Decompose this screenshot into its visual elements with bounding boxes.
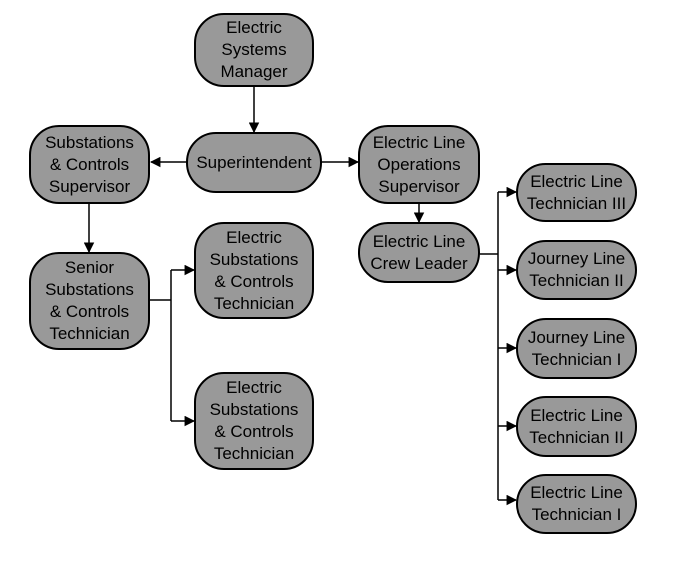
node-electric-line-technician-ii: Electric Line Technician II [516, 396, 637, 457]
node-substations-controls-supervisor: Substations & Controls Supervisor [29, 125, 150, 204]
node-electric-line-technician-iii: Electric Line Technician III [516, 163, 637, 222]
node-senior-substations-controls-technician: Senior Substations & Controls Technician [29, 252, 150, 350]
node-electric-line-crew-leader: Electric Line Crew Leader [358, 222, 480, 283]
node-electric-systems-manager: Electric Systems Manager [194, 13, 314, 87]
connector-senior-technicians [150, 264, 196, 427]
node-electric-substations-controls-technician-2: Electric Substations & Controls Technici… [194, 372, 314, 470]
node-electric-substations-controls-technician-1: Electric Substations & Controls Technici… [194, 222, 314, 319]
connector-crew-leader-technicians [480, 186, 518, 506]
node-electric-line-technician-i: Electric Line Technician I [516, 474, 637, 534]
node-journey-line-technician-ii: Journey Line Technician II [516, 240, 637, 300]
node-journey-line-technician-i: Journey Line Technician I [516, 318, 637, 379]
node-electric-line-operations-supervisor: Electric Line Operations Supervisor [358, 125, 480, 204]
node-superintendent: Superintendent [186, 132, 322, 193]
